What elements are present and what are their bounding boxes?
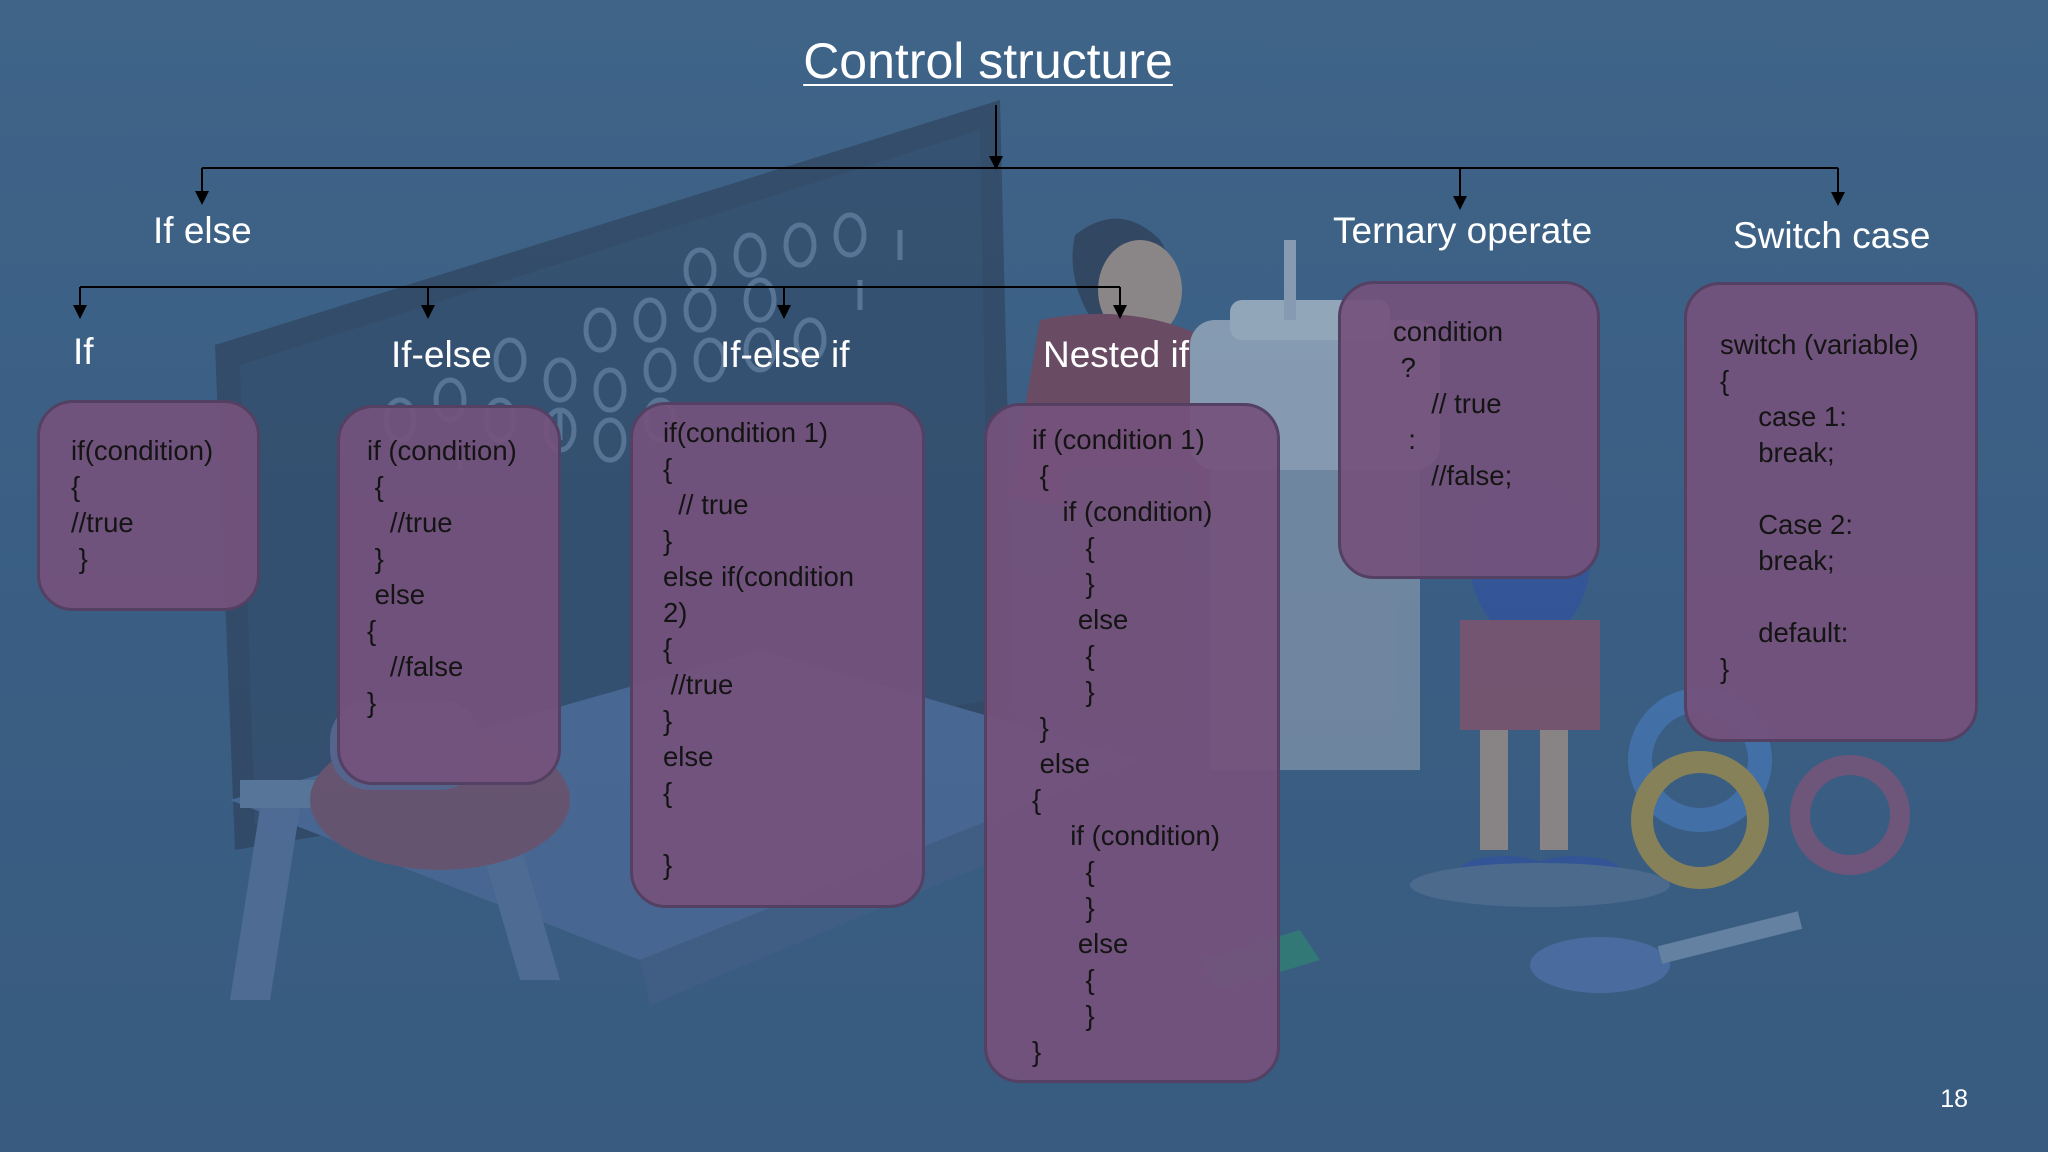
code-ternary: condition ? // true : //false; (1393, 316, 1513, 491)
label-if: If (73, 331, 94, 372)
code-box-nested-if: if (condition 1) { if (condition) { } el… (984, 403, 1280, 1083)
code-if-else: if (condition) { //true } else { //false… (367, 435, 517, 718)
code-box-if-else-if: if(condition 1) { // true } else if(cond… (630, 402, 925, 908)
page-number: 18 (1940, 1085, 1968, 1113)
label-ternary-operate: Ternary operate (1333, 210, 1593, 251)
code-switch: switch (variable) { case 1: break; Case … (1720, 329, 1919, 684)
code-box-if-else: if (condition) { //true } else { //false… (337, 405, 561, 785)
code-box-switch: switch (variable) { case 1: break; Case … (1684, 282, 1978, 742)
code-if-else-if: if(condition 1) { // true } else if(cond… (663, 417, 855, 880)
label-if-else-sub: If-else (391, 334, 492, 375)
label-if-else: If else (153, 210, 252, 251)
label-switch-case: Switch case (1733, 215, 1931, 256)
label-nested-if: Nested if (1043, 334, 1190, 375)
code-nested-if: if (condition 1) { if (condition) { } el… (1032, 424, 1220, 1067)
label-if-else-if: If-else if (720, 334, 850, 375)
code-if: if(condition) { //true } (71, 435, 214, 574)
slide-title: Control structure (803, 33, 1173, 89)
code-box-if: if(condition) { //true } (37, 400, 260, 611)
code-box-ternary: condition ? // true : //false; (1338, 281, 1600, 579)
